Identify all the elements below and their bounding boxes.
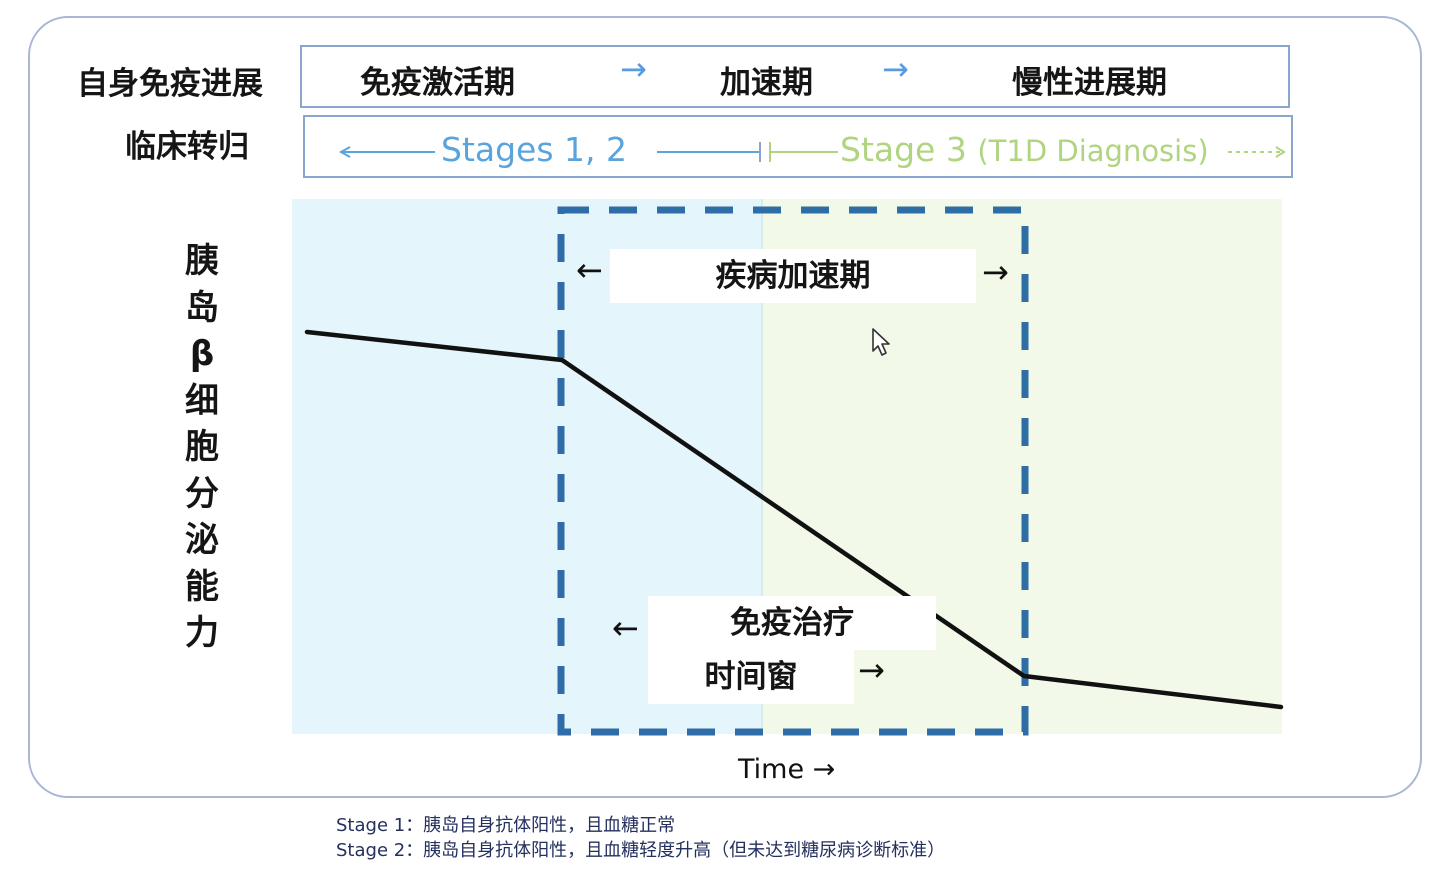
stage-timeline-lines [338, 142, 1286, 162]
stage-2-footnote: Stage 2：胰岛自身抗体阳性，且血糖轻度升高（但未达到糖尿病诊断标准） [336, 840, 946, 861]
clinical-outcome-label: 临床转归 [125, 129, 249, 165]
phase-acceleration: 加速期 [720, 65, 813, 101]
phase-arrow-1: → [620, 50, 647, 88]
phase-immune-activation: 免疫激活期 [360, 65, 515, 101]
acceleration-right-arrow: → [982, 253, 1009, 291]
stage-1-2-label: Stages 1, 2 [441, 130, 628, 169]
stage-3-main: Stage 3 [840, 130, 978, 169]
stage-right-arrowhead [1275, 146, 1286, 158]
x-axis-label: Time → [738, 754, 836, 785]
mouse-pointer-icon [872, 328, 890, 356]
stage-3-label: Stage 3 (T1D Diagnosis) [840, 130, 1209, 169]
immunotherapy-label-line-1: 免疫治疗 [648, 596, 936, 650]
stage-3-subtitle: (T1D Diagnosis) [977, 134, 1209, 168]
treatment-window-right-arrow: → [858, 651, 885, 689]
stage-1-footnote: Stage 1：胰岛自身抗体阳性，且血糖正常 [336, 815, 676, 836]
stage-box: Stages 1, 2 Stage 3 (T1D Diagnosis) [303, 115, 1293, 178]
phase-box: 免疫激活期 → 加速期 → 慢性进展期 [300, 45, 1290, 108]
phase-arrow-2: → [882, 50, 909, 88]
acceleration-left-arrow: ← [576, 251, 603, 289]
y-axis-label: 胰岛β细胞分泌能力 [185, 241, 219, 653]
beta-cell-function-curve [304, 329, 1284, 710]
stage-left-arrowhead [338, 146, 351, 158]
disease-acceleration-label: 疾病加速期 [610, 249, 976, 303]
autoimmune-progression-label: 自身免疫进展 [77, 66, 263, 102]
phase-chronic-progression: 慢性进展期 [1012, 65, 1167, 101]
treatment-window-left-arrow: ← [612, 609, 639, 647]
immunotherapy-label-line-2: 时间窗 [648, 650, 854, 704]
acceleration-window-dashed-box [557, 206, 1029, 736]
